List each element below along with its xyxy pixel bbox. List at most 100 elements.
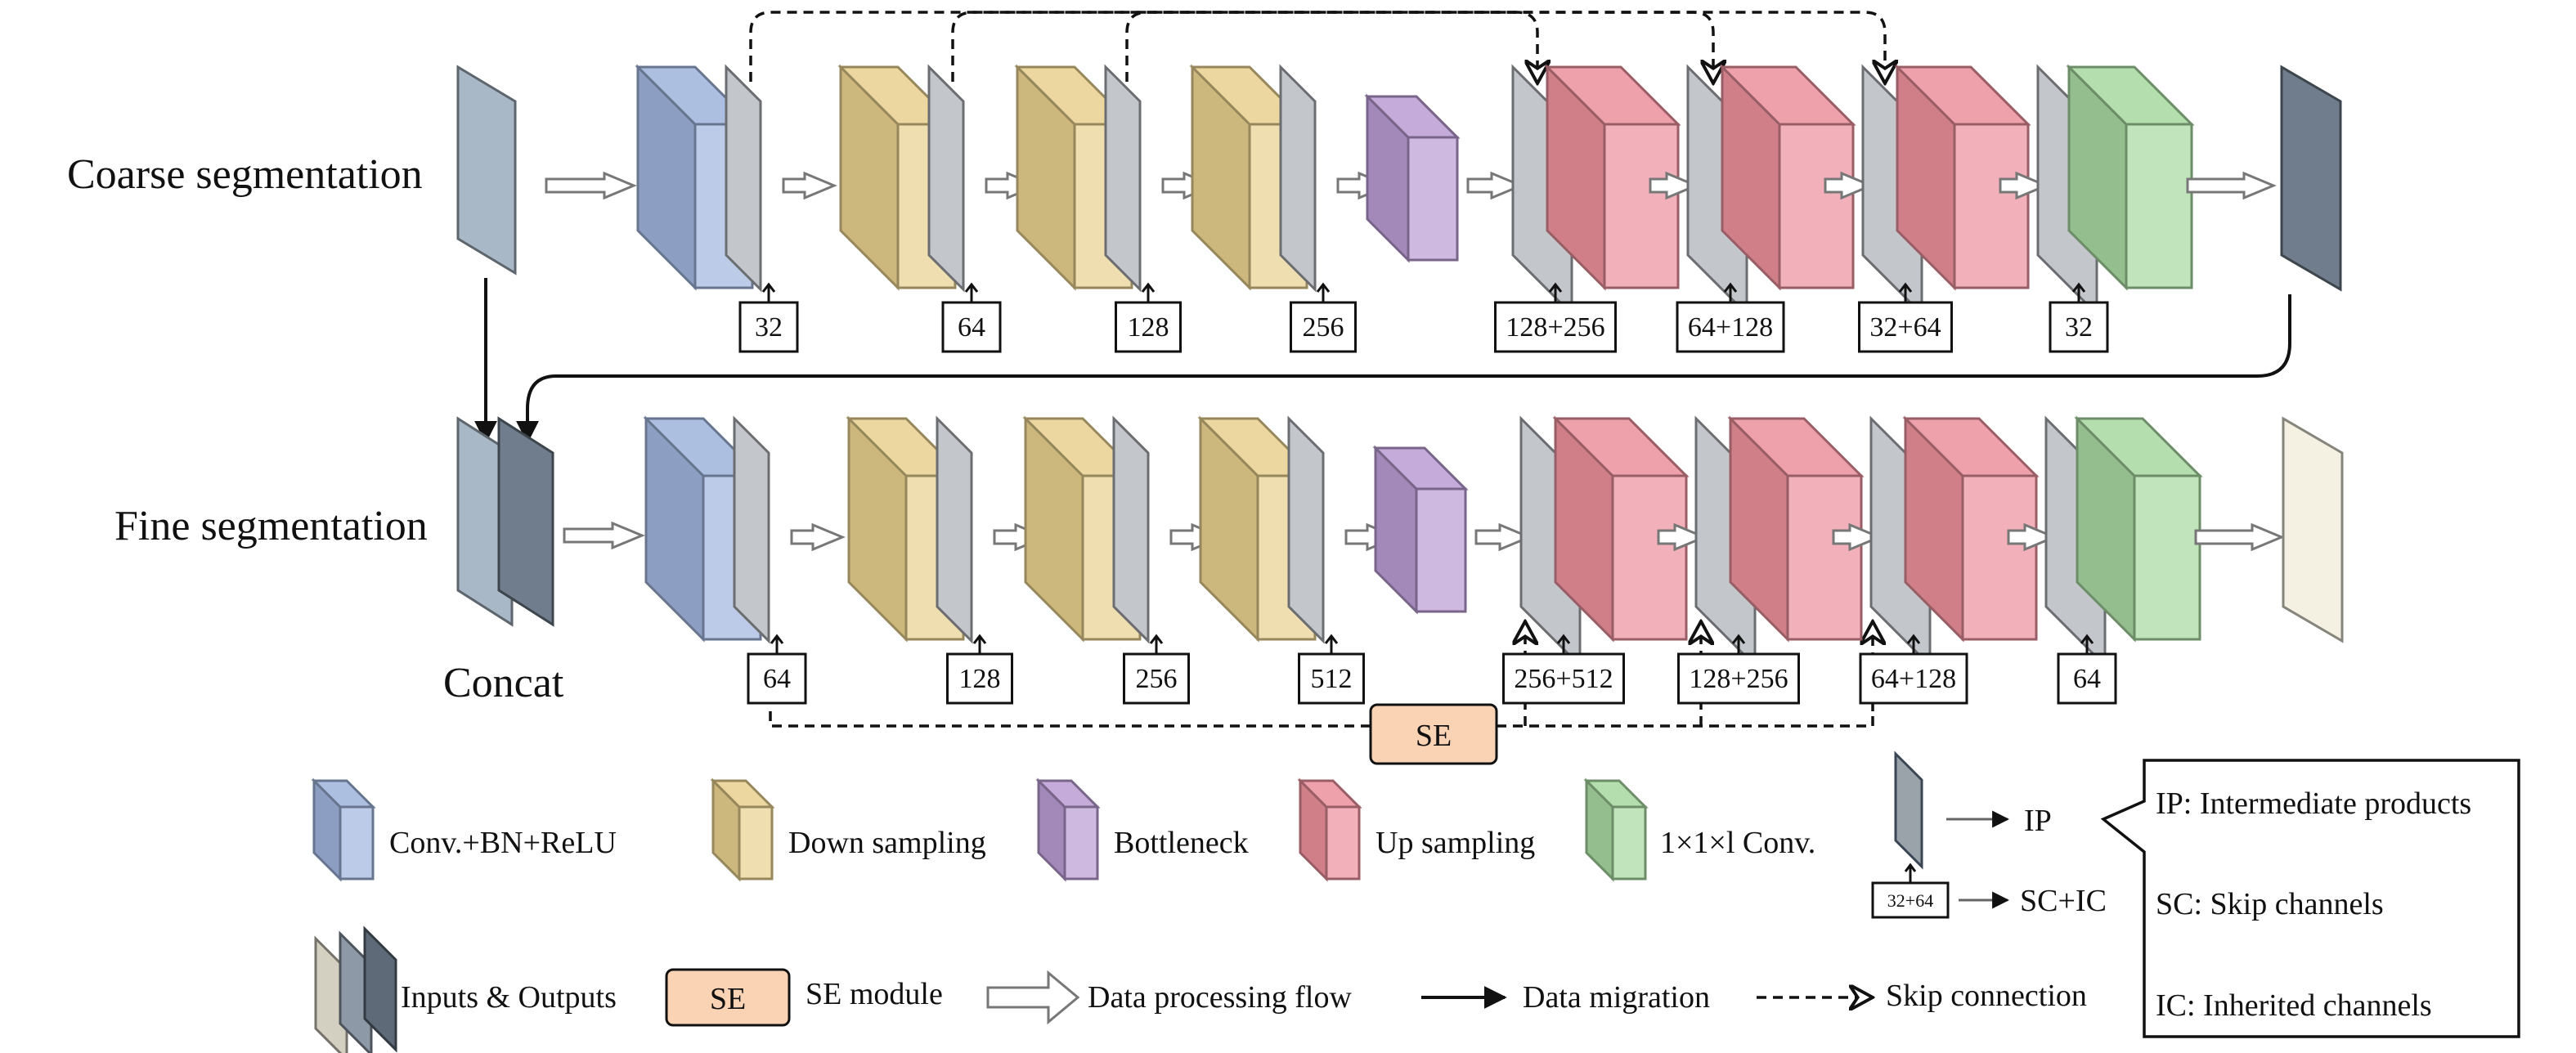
legend-final-conv-label: 1×1×l Conv. [1660, 826, 1815, 860]
fine-row-channel-7-label: 64+128 [1871, 664, 1956, 694]
network-blocks: 32 64 128 256 128+256 64+128 32+64 32 64 128 256 51… [456, 64, 2344, 705]
fine-row-channel-5-label: 256+512 [1514, 664, 1613, 694]
coarse-row-channel-6-label: 64+128 [1688, 312, 1773, 343]
abbrev-ic: IC: Inherited channels [2156, 988, 2432, 1023]
coarse-row-flow-dec-3 [1999, 171, 2049, 200]
coarse-row-channel-7-label: 32+64 [1869, 312, 1941, 343]
coarse-skip-connections [749, 11, 1885, 83]
flow-arrow-input [563, 521, 645, 550]
coarse-row-label: Coarse segmentation [67, 151, 423, 198]
coarse-row-channel-8-label: 32 [2065, 312, 2093, 343]
fine-row-channel-8-label: 64 [2073, 664, 2101, 694]
fine-row-channel-1-label: 64 [763, 664, 791, 694]
coarse-output-slab [2280, 65, 2342, 292]
coarse-input-slab [456, 65, 517, 276]
fine-row-ip-4 [1287, 415, 1325, 644]
coarse-row-ip-4 [1279, 64, 1317, 293]
abbreviation-box: IP: Intermediate products SC: Skip chann… [2100, 759, 2520, 1038]
fine-row-ip-1 [733, 415, 770, 644]
coarse-row-up-block-2 [1719, 64, 1856, 291]
coarse-row-channel-4: 256 [1290, 282, 1357, 353]
se-module: SE [1369, 703, 1498, 765]
legend-final-conv-icon [1583, 777, 1649, 882]
coarse-row-channel-2-label: 64 [958, 312, 985, 343]
legend-ip-label: IP [2024, 804, 2052, 838]
fine-row-up-block-2 [1727, 415, 1865, 643]
coarse-row-ip-3 [1104, 64, 1142, 293]
coarse-row-flow-dec-2 [1824, 171, 1874, 200]
se-module-label: SE [1416, 719, 1452, 753]
fine-row-channel-4-label: 512 [1311, 664, 1353, 694]
legend-flow-label: Data processing flow [1088, 980, 1352, 1015]
fine-row-channel-1: 64 [747, 634, 807, 705]
fine-row-channel-6: 128+256 [1677, 634, 1800, 705]
fine-row-flow-output [2194, 522, 2285, 552]
coarse-output-to-concat-arrow [516, 294, 2291, 444]
coarse-row-flow-dec-1 [1649, 171, 1699, 200]
coarse-row-channel-5: 128+256 [1494, 282, 1617, 353]
fine-row-channel-4: 512 [1298, 634, 1365, 705]
coarse-row-final-conv-block [2066, 64, 2195, 291]
fine-row-channel-5: 256+512 [1502, 634, 1625, 705]
data-migration-lines [474, 278, 2291, 444]
coarse-row-up-block-3 [1894, 64, 2031, 291]
legend-skip-label: Skip connection [1886, 979, 2087, 1013]
legend-conv-icon [311, 777, 376, 882]
fine-skip-line-left [769, 711, 1371, 728]
coarse-row-channel-3: 128 [1115, 282, 1182, 353]
abbrev-sc: SC: Skip channels [2156, 887, 2384, 921]
coarse-row: 32 64 128 256 128+256 64+128 32+64 32 [456, 64, 2342, 353]
coarse-row-ip-2 [927, 64, 965, 293]
fine-row: 64 128 256 512 256+512 128+256 64+128 64 [456, 415, 2344, 705]
fine-row-up-block-1 [1552, 415, 1690, 643]
coarse-row-up-block-1 [1544, 64, 1681, 291]
legend-conv-label: Conv.+BN+ReLU [389, 826, 617, 860]
legend-se-label: SE module [806, 977, 943, 1011]
coarse-row-flow-bottleneck [1466, 171, 1524, 200]
coarse-skip-arc-3 [1125, 11, 1713, 83]
legend-scic-label: SC+IC [2020, 884, 2107, 918]
fine-row-channel-3: 256 [1123, 634, 1190, 705]
fine-row-bottleneck-block [1372, 445, 1469, 615]
legend-up-icon [1297, 777, 1362, 882]
fine-row-final-conv-block [2074, 415, 2203, 643]
coarse-row-channel-4-label: 256 [1303, 312, 1344, 343]
legend-se-icon: SE [665, 968, 791, 1027]
legend-io-label: Inputs & Outputs [401, 980, 617, 1015]
legend-up-label: Up sampling [1376, 826, 1535, 860]
fine-row-channel-3-label: 256 [1136, 664, 1178, 694]
fine-row-channel-6-label: 128+256 [1689, 664, 1788, 694]
legend-migration-label: Data migration [1523, 980, 1710, 1015]
coarse-row-channel-3-label: 128 [1128, 312, 1169, 343]
coarse-row-channel-5-label: 128+256 [1506, 312, 1604, 343]
coarse-row-flow-output [2186, 171, 2277, 200]
fine-row-ip-2 [936, 415, 973, 644]
coarse-skip-arc-2 [951, 11, 1537, 83]
fine-output-slab [2282, 416, 2344, 643]
fine-row-up-block-3 [1902, 415, 2040, 643]
fine-row-channel-7: 64+128 [1859, 634, 1968, 705]
fine-row-flow-bottleneck [1474, 522, 1533, 552]
coarse-row-ip-1 [725, 64, 762, 293]
legend-icons [311, 777, 1649, 1053]
coarse-row-channel-1: 32 [738, 282, 799, 353]
legend-scic-box-label: 32+64 [1887, 890, 1933, 911]
fine-row-flow-1 [790, 522, 846, 552]
fine-row-channel-2-label: 128 [959, 664, 1001, 694]
legend-bottleneck-icon [1035, 777, 1101, 882]
legend: Conv.+BN+ReLU Down sampling Bottleneck U… [311, 751, 2520, 1053]
legend-io-icon-3 [363, 925, 397, 1053]
coarse-row-bottleneck-block [1364, 93, 1461, 263]
fine-row-label: Fine segmentation [114, 503, 428, 549]
fine-skip-line-right [1497, 711, 1874, 728]
concat-label: Concat [443, 660, 564, 706]
coarse-row-channel-7: 32+64 [1858, 282, 1953, 353]
coarse-row-channel-2: 64 [941, 282, 1002, 353]
fine-row-channel-2: 128 [946, 634, 1013, 705]
coarse-row-flow-1 [782, 171, 837, 200]
coarse-row-channel-8: 32 [2049, 282, 2109, 353]
legend-down-icon [710, 777, 775, 882]
fine-row-channel-8: 64 [2057, 634, 2117, 705]
